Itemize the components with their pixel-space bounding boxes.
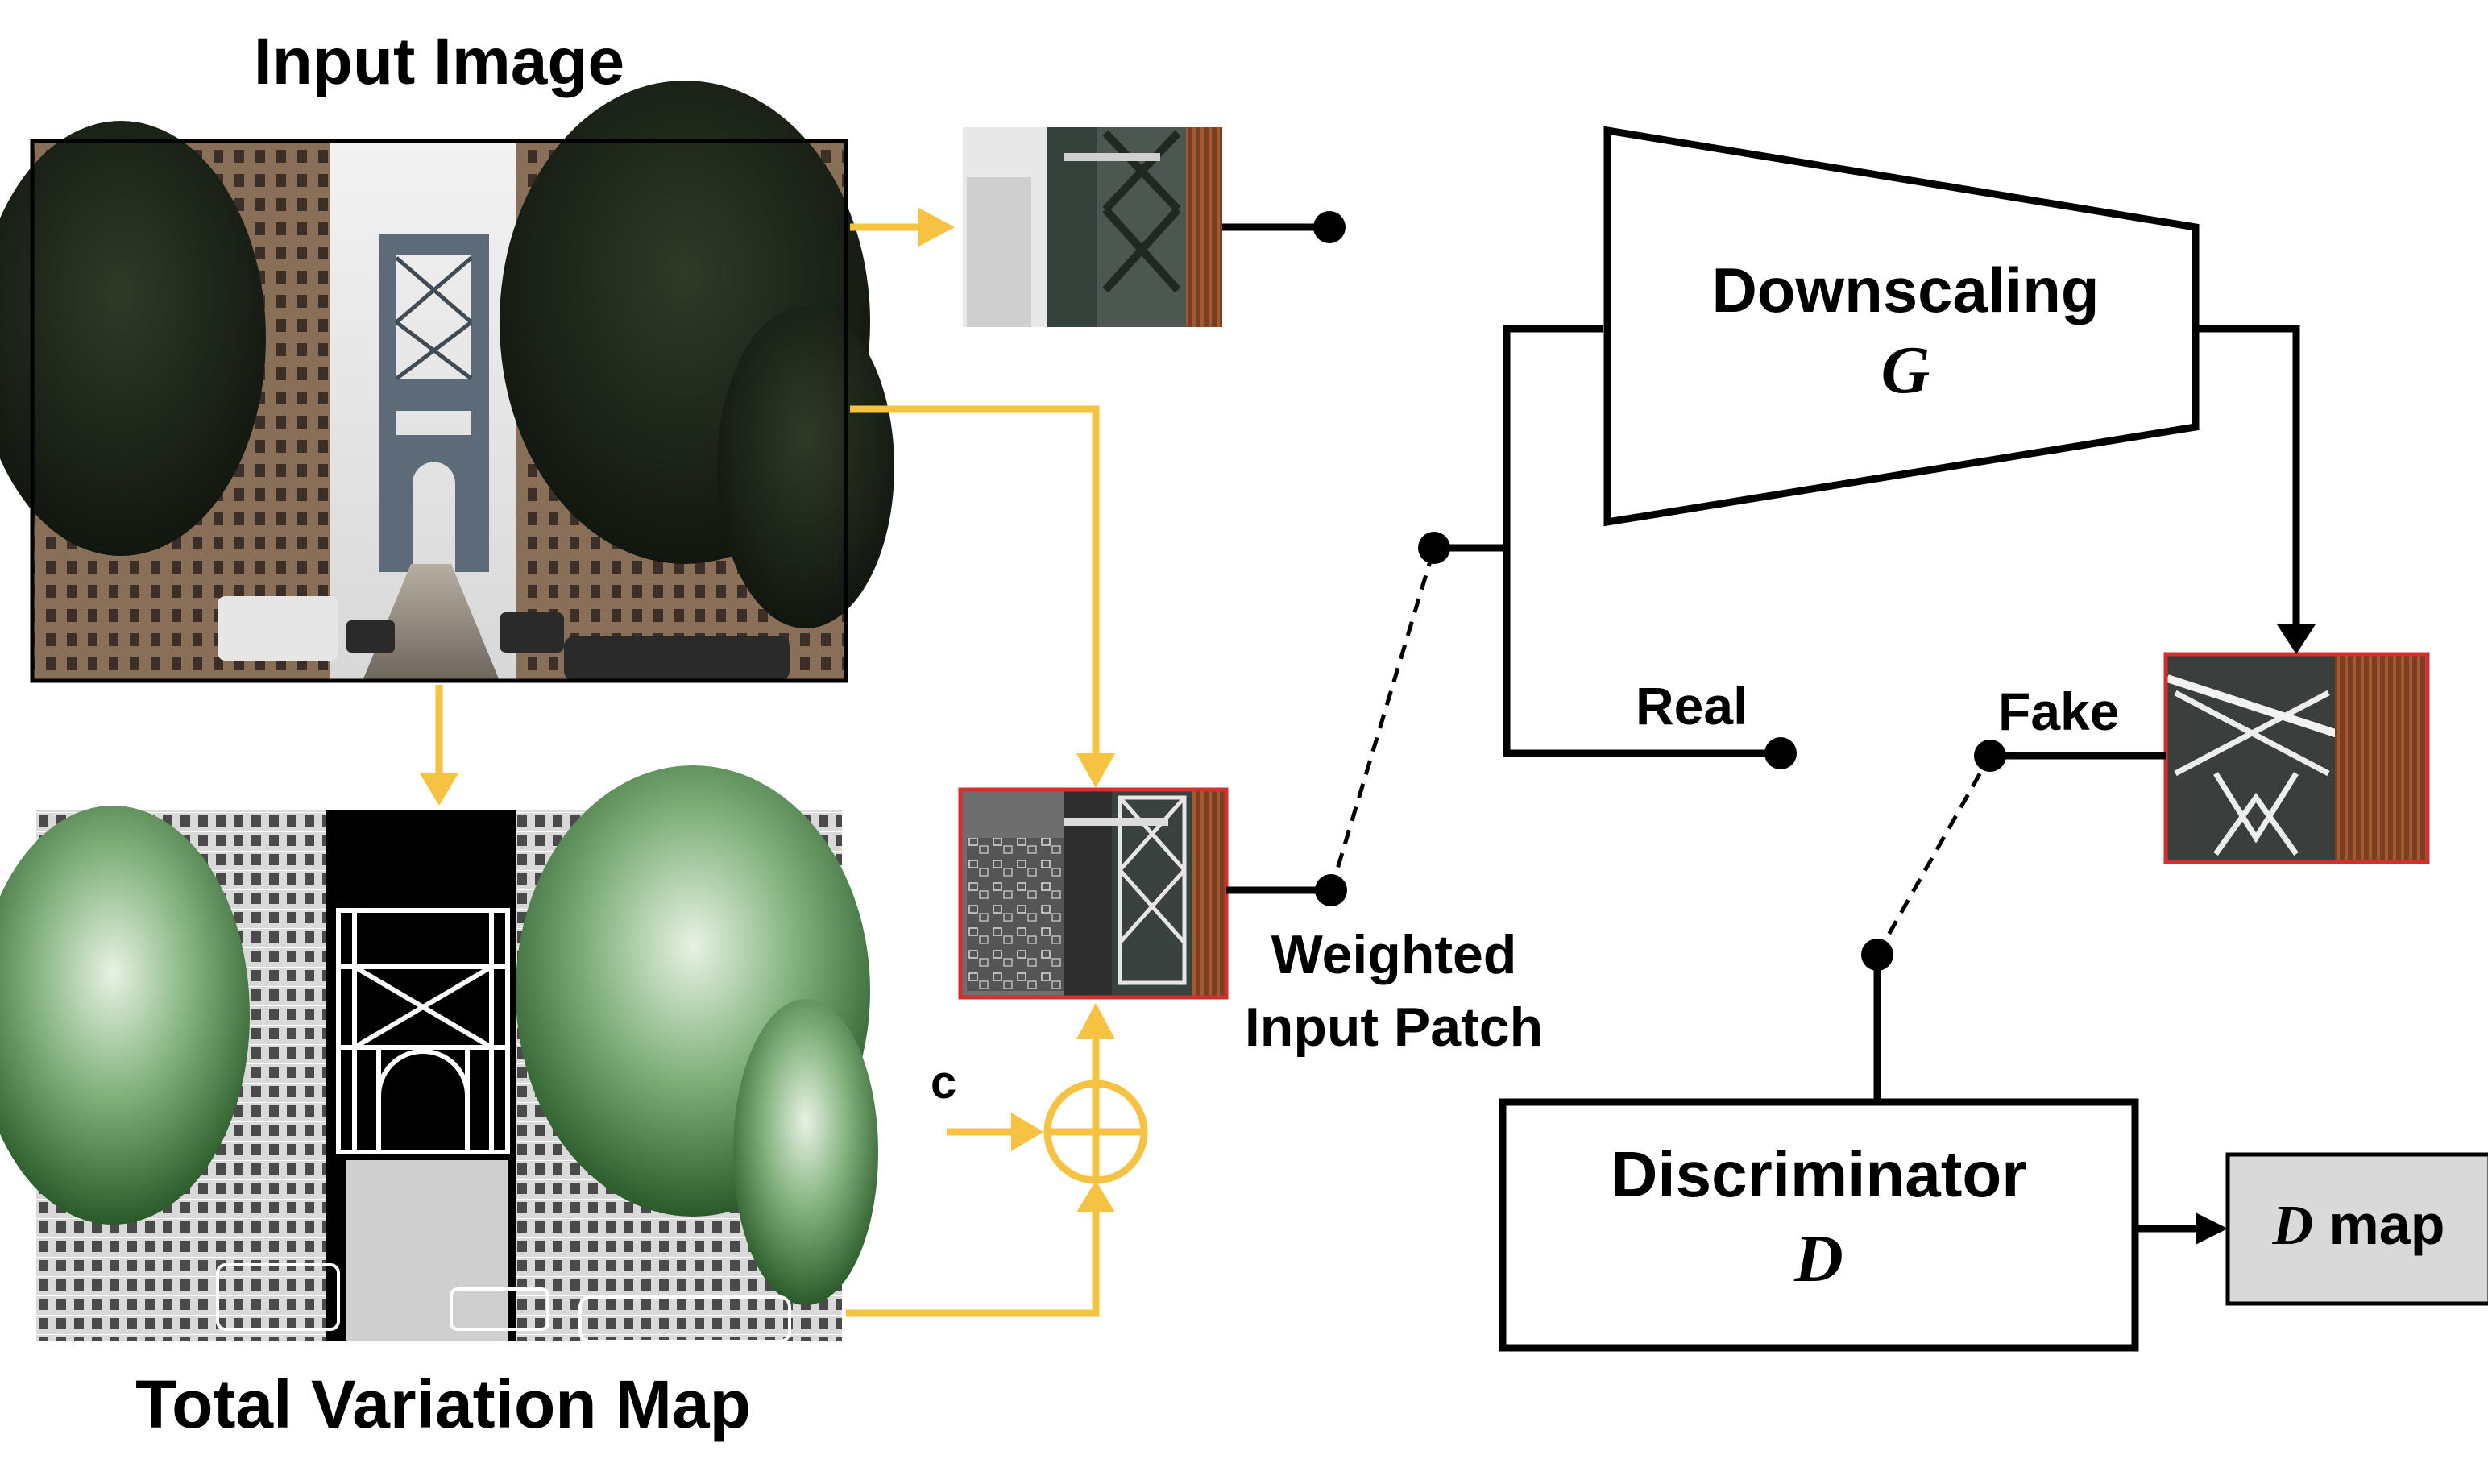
dashed-switch-lines xyxy=(1329,547,1992,956)
discriminator-block xyxy=(1499,1098,2139,1352)
circled-plus-icon xyxy=(1043,1080,1148,1184)
dmap-text: map xyxy=(2328,1193,2445,1256)
tv-map-title: Total Variation Map xyxy=(135,1366,751,1442)
dmap-symbol: D xyxy=(2272,1195,2314,1257)
fake-label: Fake xyxy=(1998,682,2120,741)
fake-patch xyxy=(2163,652,2430,864)
dmap-label: D map xyxy=(2228,1192,2488,1258)
black-arrowheads xyxy=(2196,624,2316,1245)
discriminator-symbol: D xyxy=(1794,1221,1843,1296)
constant-c-label: c xyxy=(931,1056,957,1109)
dmap-block xyxy=(2225,1152,2488,1306)
generator-symbol: G xyxy=(1881,333,1930,408)
generator-block xyxy=(1603,126,2200,527)
weighted-patch-label-line2: Input Patch xyxy=(1244,997,1544,1058)
weighted-patch-label: Weighted Input Patch xyxy=(1200,918,1587,1063)
input-patch xyxy=(963,127,1222,327)
generator-label: Downscaling G xyxy=(1628,250,2183,411)
connection-dots xyxy=(1313,211,2006,971)
generator-title: Downscaling xyxy=(1711,255,2100,325)
black-connection-lines xyxy=(1222,223,2300,1233)
total-variation-map xyxy=(0,765,878,1343)
input-image-title: Input Image xyxy=(253,25,625,98)
real-label: Real xyxy=(1636,676,1748,736)
yellow-flow-lines xyxy=(435,223,1100,1317)
discriminator-label: Discriminator D xyxy=(1511,1132,2127,1301)
yellow-arrowheads xyxy=(420,208,1115,1212)
input-image xyxy=(0,81,894,683)
discriminator-title: Discriminator xyxy=(1611,1138,2027,1210)
weighted-input-patch xyxy=(958,787,1229,1000)
weighted-patch-label-line1: Weighted xyxy=(1271,924,1517,985)
